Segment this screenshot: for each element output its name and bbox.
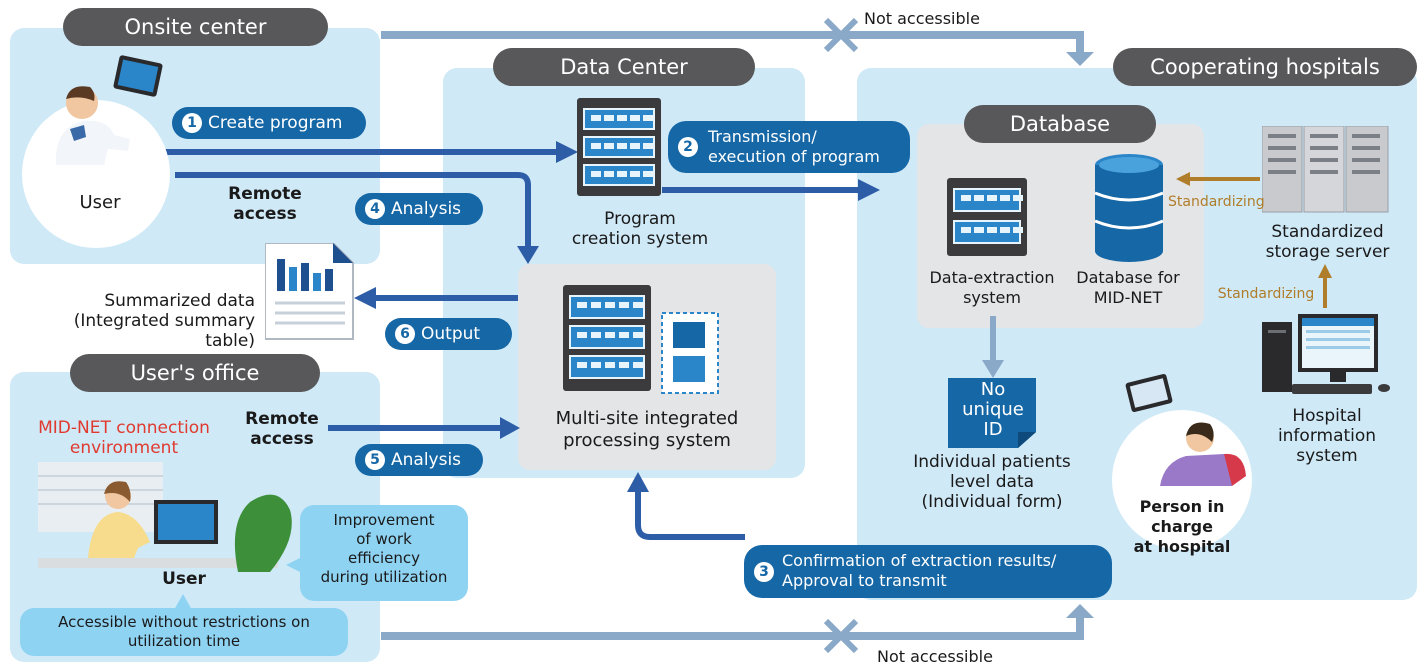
standardized-storage-server-icon xyxy=(1262,126,1389,213)
step-3-label-line1: Confirmation of extraction results/ xyxy=(782,551,1057,570)
multisite-files-icon xyxy=(661,312,719,394)
step-2-number: 2 xyxy=(678,137,698,157)
step-6-output: 6 Output xyxy=(385,318,512,350)
step-5-analysis: 5 Analysis xyxy=(355,444,483,476)
hospital-information-system-icon xyxy=(1262,314,1390,394)
step-5-number: 5 xyxy=(365,450,385,470)
hospital-person-illustration xyxy=(1125,374,1246,486)
program-creation-server-icon xyxy=(577,98,661,196)
step-4-label: Analysis xyxy=(391,199,462,219)
step-2-transmission: 2 Transmission/ execution of program xyxy=(668,121,910,173)
standardizing-label-1: Standardizing xyxy=(1168,194,1265,210)
not-accessible-bottom-line xyxy=(381,614,1084,640)
access-callout-pointer xyxy=(174,594,192,610)
step-6-number: 6 xyxy=(395,324,415,344)
step-4-number: 4 xyxy=(365,199,385,219)
step-2-label-line2: execution of program xyxy=(708,147,880,166)
database-header: Database xyxy=(964,105,1156,143)
not-accessible-top-label: Not accessible xyxy=(864,9,980,28)
onsite-user-label: User xyxy=(79,192,121,213)
office-user-label: User xyxy=(162,569,206,589)
summarized-data-label: Summarized data(Integrated summary table… xyxy=(73,291,255,351)
step-6-label: Output xyxy=(421,324,481,344)
users-office-header: User's office xyxy=(70,354,320,392)
step-4-analysis: 4 Analysis xyxy=(355,193,483,225)
office-user-illustration xyxy=(38,462,292,572)
efficiency-callout-pointer xyxy=(286,557,302,573)
not-accessible-bottom-label: Not accessible xyxy=(877,647,993,666)
standardizing-label-2: Standardizing xyxy=(1217,286,1315,302)
not-accessible-top-line xyxy=(381,31,1084,56)
not-accessible-bottom-x xyxy=(823,618,859,654)
step-5-label: Analysis xyxy=(391,450,462,470)
multisite-server-icon xyxy=(563,285,651,391)
step-1-label: Create program xyxy=(208,113,343,133)
arrow-remote-access-onsite xyxy=(175,172,531,248)
data-center-header: Data Center xyxy=(493,48,755,86)
midnet-database-icon xyxy=(1094,154,1164,262)
step-1-number: 1 xyxy=(182,113,202,133)
step-3-number: 3 xyxy=(754,562,774,582)
cooperating-hospitals-header: Cooperating hospitals xyxy=(1113,48,1417,86)
step-2-label-line1: Transmission/ xyxy=(708,127,817,146)
step-3-label-line2: Approval to transmit xyxy=(782,571,947,590)
onsite-center-header: Onsite center xyxy=(63,8,328,46)
data-extraction-server-icon xyxy=(947,178,1027,256)
onsite-user-illustration xyxy=(55,55,163,165)
summarized-data-document-icon xyxy=(265,243,354,340)
step-3-confirmation: 3 Confirmation of extraction results/ Ap… xyxy=(744,545,1112,598)
step-1-create-program: 1 Create program xyxy=(172,107,366,139)
arrow-confirmation xyxy=(635,490,745,540)
no-unique-id-document-icon xyxy=(948,378,1036,448)
not-accessible-top-x xyxy=(823,17,859,53)
